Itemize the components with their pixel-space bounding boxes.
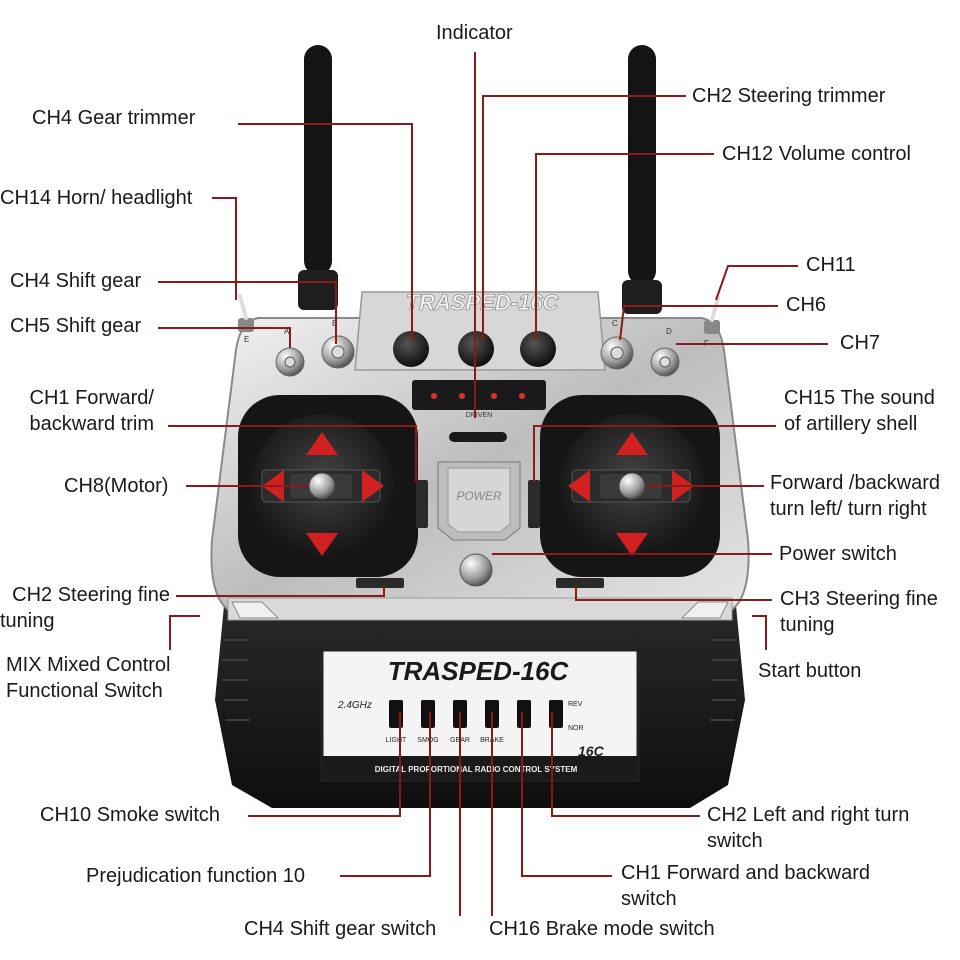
panel-switch-5[interactable] — [517, 700, 531, 728]
label-ch6: CH6 — [786, 294, 827, 316]
leader-lines — [158, 52, 828, 916]
switch-letter-c: C — [612, 319, 618, 328]
ch2-steering-fine-trim[interactable] — [356, 578, 404, 588]
label-ch8-motor: CH8(Motor) — [64, 475, 169, 497]
switch-letter-d: D — [666, 327, 672, 336]
label-ch1-trim-line2: backward trim — [29, 413, 154, 435]
switch-ch14[interactable] — [238, 294, 254, 332]
label-ch3-fine-line2: tuning — [780, 614, 835, 636]
mix-switch[interactable] — [231, 601, 280, 619]
label-ch1-fwd-line2: switch — [621, 888, 677, 910]
indicator-strip-text: DRIVEN — [466, 412, 492, 419]
switch-letter-a: A — [284, 327, 290, 336]
panel-switch-label-1: LIGHT — [386, 737, 407, 744]
left-antenna — [298, 45, 338, 310]
label-ch2-turn-line2: switch — [707, 830, 763, 852]
label-ch1-fwd-line1: CH1 Forward and backward — [621, 862, 870, 884]
start-button[interactable] — [680, 601, 729, 619]
label-mix-line1: MIX Mixed Control — [6, 654, 171, 676]
panel-brand-text: TRASPED-16C — [388, 656, 570, 686]
lower-lip — [227, 597, 733, 621]
panel-switch-2[interactable] — [421, 700, 435, 728]
label-ch1-trim-line1: CH1 Forward/ — [29, 387, 154, 409]
label-ch16-brake: CH16 Brake mode switch — [489, 918, 715, 940]
label-ch2-fine-line2: tuning — [0, 610, 55, 632]
switch-letter-e: E — [244, 335, 249, 344]
panel-nor-text: NOR — [568, 725, 584, 732]
label-ch5-shift: CH5 Shift gear — [10, 315, 142, 337]
label-power-switch: Power switch — [779, 543, 897, 565]
panel-model-tag: 16C — [578, 743, 605, 759]
right-antenna — [622, 45, 662, 314]
label-ch15-line2: of artillery shell — [784, 413, 918, 435]
label-ch2-steering-trimmer: CH2 Steering trimmer — [692, 85, 886, 107]
label-ch2-turn-line1: CH2 Left and right turn — [707, 804, 910, 826]
indicator-strip: DRIVEN — [412, 380, 546, 419]
switch-ch7[interactable] — [650, 347, 680, 377]
label-ch14-horn: CH14 Horn/ headlight — [0, 187, 193, 209]
panel-freq-text: 2.4GHz — [337, 700, 372, 711]
label-ch7: CH7 — [840, 332, 881, 354]
switch-letter-b: B — [332, 319, 337, 328]
ch12-volume-knob[interactable] — [520, 331, 556, 367]
power-panel: POWER — [437, 461, 521, 541]
label-ch4-shift-switch: CH4 Shift gear switch — [244, 918, 437, 940]
label-ch10-smoke: CH10 Smoke switch — [40, 804, 221, 826]
center-speaker — [449, 432, 507, 442]
label-indicator: Indicator — [436, 22, 513, 44]
ch3-steering-fine-trim[interactable] — [556, 578, 604, 588]
left-stick[interactable] — [308, 472, 336, 500]
ch15-artillery-trim[interactable] — [528, 480, 540, 528]
panel-rev-text: REV — [568, 701, 583, 708]
label-ch12-volume: CH12 Volume control — [722, 143, 911, 165]
label-forward-line2: turn left/ turn right — [770, 498, 927, 520]
power-switch[interactable] — [459, 553, 493, 587]
switch-ch6[interactable] — [600, 336, 634, 370]
label-forward-line1: Forward /backward — [770, 472, 941, 494]
label-ch4-shift: CH4 Shift gear — [10, 270, 142, 292]
right-stick[interactable] — [618, 472, 646, 500]
label-ch15-line1: CH15 The sound — [784, 387, 935, 409]
panel-switch-label-2: SMOG — [417, 737, 438, 744]
front-panel: TRASPED-16C 2.4GHz REV NOR 16C DIGITAL P… — [320, 648, 640, 782]
panel-footer-text: DIGITAL PROPORTIONAL RADIO CONTROL SYSTE… — [375, 765, 578, 774]
label-mix-line2: Functional Switch — [6, 680, 163, 702]
label-ch3-fine-line1: CH3 Steering fine — [780, 588, 938, 610]
switch-ch5-shift[interactable] — [321, 335, 355, 369]
label-prejudication: Prejudication function 10 — [86, 865, 306, 887]
switch-ch11[interactable] — [704, 296, 720, 334]
label-ch4-gear-trimmer: CH4 Gear trimmer — [32, 107, 196, 129]
ch1-forward-backward-trim[interactable] — [416, 480, 428, 528]
side-grip-ribs — [222, 639, 738, 721]
switch-ch4-shift[interactable] — [275, 347, 305, 377]
label-ch11: CH11 — [806, 254, 856, 276]
power-panel-label: POWER — [456, 489, 502, 503]
label-ch2-fine-line1: CH2 Steering fine — [12, 584, 170, 606]
ch4-gear-trimmer-knob[interactable] — [393, 331, 429, 367]
label-start-button: Start button — [758, 660, 862, 682]
